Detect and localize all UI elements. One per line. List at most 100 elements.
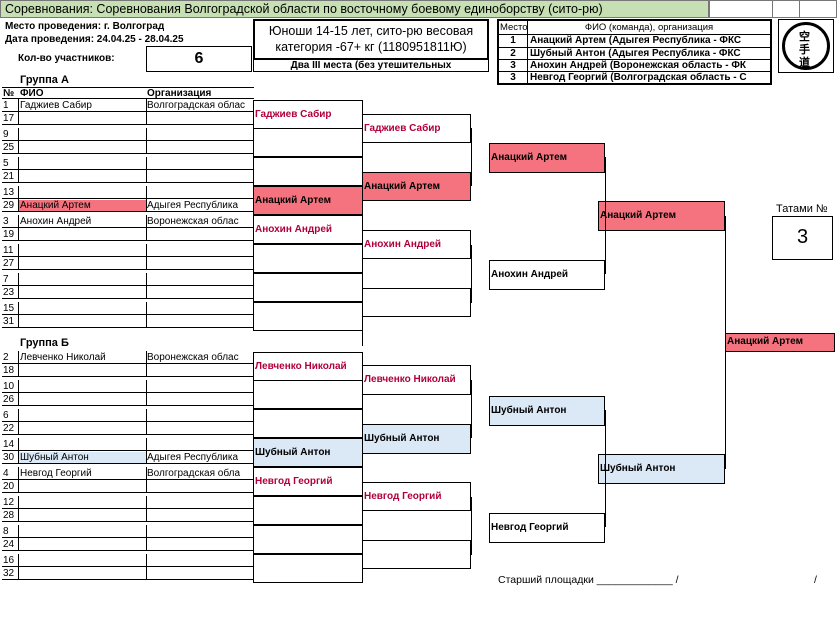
participant-number: 1 bbox=[3, 100, 9, 111]
bracket-r1-slot: Гаджиев Сабир bbox=[253, 100, 363, 129]
participant-row bbox=[2, 141, 254, 154]
result-text: Шубный Антон (Адыгея Республика - ФКС bbox=[530, 48, 741, 59]
participant-row bbox=[2, 554, 254, 567]
participant-number: 23 bbox=[3, 287, 15, 298]
bracket-r2-slot bbox=[362, 288, 471, 317]
participant-row bbox=[2, 286, 254, 299]
participant-number: 11 bbox=[3, 245, 14, 256]
bracket-name: Анохин Андрей bbox=[491, 269, 569, 280]
category-box: Юноши 14-15 лет, сито-рю весовая категор… bbox=[253, 19, 489, 60]
participant-number: 20 bbox=[3, 481, 15, 492]
participant-number: 6 bbox=[3, 410, 9, 421]
tatami-label: Татами № bbox=[776, 203, 828, 215]
dates: Дата проведения: 24.04.25 - 28.04.25 bbox=[5, 34, 184, 45]
third-places-note: Два III места (без утешительных bbox=[290, 60, 452, 71]
bracket-r4-slot: Шубный Антон bbox=[598, 454, 725, 484]
participant-row bbox=[2, 199, 254, 212]
participant-number: 17 bbox=[3, 113, 15, 124]
participant-row bbox=[2, 480, 254, 493]
header-empty-cell bbox=[709, 0, 773, 18]
participant-number: 28 bbox=[3, 510, 15, 521]
participant-number: 30 bbox=[3, 452, 15, 463]
category-line-1: Юноши 14-15 лет, сито-рю весовая bbox=[268, 24, 474, 38]
group-b-title: Группа Б bbox=[20, 337, 69, 349]
participant-org: Волгоградская обла bbox=[147, 468, 241, 479]
participant-row bbox=[2, 409, 254, 422]
bracket-name: Шубный Антон bbox=[255, 447, 331, 458]
participant-number: 26 bbox=[3, 394, 15, 405]
participant-row bbox=[2, 99, 254, 112]
bracket-r2-slot bbox=[362, 540, 471, 569]
senior-referee-signature: Старший площадки _____________ / bbox=[498, 574, 679, 586]
participant-row bbox=[2, 128, 254, 141]
participant-row bbox=[2, 538, 254, 551]
result-text: Невгод Георгий (Волгоградская область - … bbox=[530, 72, 747, 83]
result-text: Анацкий Артем (Адыгея Республика - ФКС bbox=[530, 35, 742, 46]
bracket-r1-slot bbox=[253, 302, 363, 331]
bracket-name: Гаджиев Сабир bbox=[255, 109, 332, 120]
participant-number: 15 bbox=[3, 303, 15, 314]
participant-number: 29 bbox=[3, 200, 15, 211]
bracket-name: Анохин Андрей bbox=[255, 224, 333, 235]
bracket-r2-slot: Анохин Андрей bbox=[362, 230, 471, 259]
tatami-number: 3 bbox=[796, 226, 809, 248]
bracket-name: Левченко Николай bbox=[364, 374, 456, 385]
bracket-name: Шубный Антон bbox=[364, 433, 440, 444]
participant-number: 2 bbox=[3, 352, 9, 363]
participant-name: Гаджиев Сабир bbox=[20, 100, 92, 111]
participant-number: 24 bbox=[3, 539, 15, 550]
bracket-r1-slot bbox=[253, 128, 363, 157]
participant-name: Анацкий Артем bbox=[20, 200, 91, 211]
participant-number: 10 bbox=[3, 381, 15, 392]
participant-row bbox=[2, 170, 254, 183]
bracket-r4-slot: Анацкий Артем bbox=[598, 201, 725, 231]
venue: Место проведения: г. Волгоград bbox=[5, 21, 165, 32]
bracket-name: Гаджиев Сабир bbox=[364, 123, 441, 134]
results-col-name: ФИО (команда), организация bbox=[584, 22, 714, 33]
bracket-r1-slot bbox=[253, 244, 363, 273]
participant-row bbox=[2, 451, 254, 464]
col-org: Организация bbox=[147, 88, 212, 99]
participant-row bbox=[2, 228, 254, 241]
karate-logo-icon: 空 手 道 bbox=[778, 19, 834, 73]
participant-row bbox=[2, 112, 254, 125]
participant-row bbox=[2, 315, 254, 328]
bracket-r1-slot: Невгод Георгий bbox=[253, 467, 363, 496]
bracket-r2-slot: Гаджиев Сабир bbox=[362, 114, 471, 143]
participant-row bbox=[2, 351, 254, 364]
participant-org: Адыгея Республика bbox=[147, 452, 239, 463]
bracket-r2-slot: Левченко Николай bbox=[362, 365, 471, 395]
participant-number: 31 bbox=[3, 316, 15, 327]
bracket-r1-slot: Анацкий Артем bbox=[253, 186, 363, 215]
participant-org: Волгоградская облас bbox=[147, 100, 246, 111]
bracket-name: Анацкий Артем bbox=[255, 195, 331, 206]
bracket-r2-slot: Шубный Антон bbox=[362, 424, 471, 454]
bracket-r2-slot: Анацкий Артем bbox=[362, 172, 471, 201]
signature-slash: / bbox=[814, 574, 817, 586]
bracket-r1-slot bbox=[253, 496, 363, 525]
participant-row bbox=[2, 509, 254, 522]
participant-number: 18 bbox=[3, 365, 15, 376]
participant-row bbox=[2, 422, 254, 435]
bracket-r1-slot bbox=[253, 409, 363, 438]
participant-row bbox=[2, 496, 254, 509]
bracket-r1-slot bbox=[253, 273, 363, 302]
participant-name: Шубный Антон bbox=[20, 452, 89, 463]
bracket-name: Невгод Георгий bbox=[255, 476, 333, 487]
participant-row bbox=[2, 393, 254, 406]
bracket-name: Анацкий Артем bbox=[364, 181, 440, 192]
bracket-final-winner: Анацкий Артем bbox=[725, 333, 835, 352]
result-place: 3 bbox=[510, 60, 516, 71]
col-name: ФИО bbox=[20, 88, 44, 99]
bracket-r3-slot: Шубный Антон bbox=[489, 396, 605, 426]
participant-org: Воронежская облас bbox=[147, 216, 239, 227]
participants-count-box: 6 bbox=[146, 46, 252, 72]
participant-number: 8 bbox=[3, 526, 9, 537]
participant-org: Воронежская облас bbox=[147, 352, 239, 363]
result-place: 1 bbox=[510, 35, 516, 46]
bracket-r1-slot: Шубный Антон bbox=[253, 438, 363, 467]
bracket-r2-slot: Невгод Георгий bbox=[362, 482, 471, 511]
participant-number: 3 bbox=[3, 216, 9, 227]
category-line-2: категория -67+ кг (1180951811Ю) bbox=[275, 40, 467, 54]
header-empty-cell bbox=[799, 0, 837, 18]
